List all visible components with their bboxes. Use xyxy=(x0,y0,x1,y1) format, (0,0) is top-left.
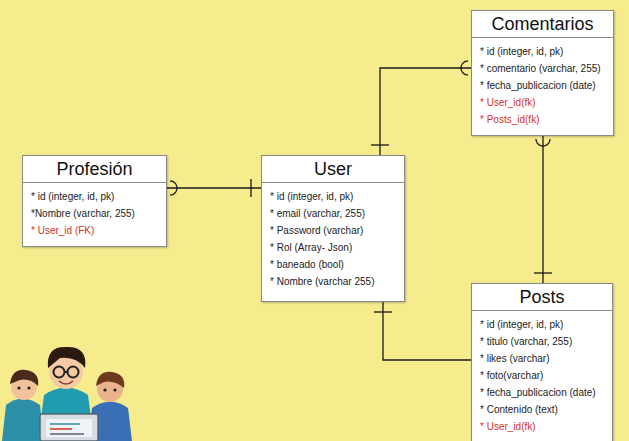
entity-table: Profesión* id (integer, id, pk)*Nombre (… xyxy=(22,155,167,247)
foreign-key-field: * User_id (FK) xyxy=(31,222,156,239)
attribute-field: * Contenido (text) xyxy=(480,401,602,418)
attribute-field: * fecha_publicacion (date) xyxy=(480,384,602,401)
attribute-field: * baneado (bool) xyxy=(270,256,394,273)
attribute-field: * Nombre (varchar 255) xyxy=(270,273,394,290)
attribute-list: * id (integer, id, pk)* titulo (varchar,… xyxy=(472,311,612,441)
attribute-field: * likes (varchar) xyxy=(480,350,602,367)
cardinality-bar xyxy=(374,311,392,312)
attribute-field: * email (varchar, 255) xyxy=(270,205,394,222)
relationship-line xyxy=(542,136,543,283)
attribute-field: *Nombre (varchar, 255) xyxy=(31,205,156,222)
relationship-line xyxy=(380,68,471,155)
relationship-group xyxy=(371,61,471,155)
relationship-group xyxy=(167,179,261,197)
cardinality-bar xyxy=(534,272,552,273)
attribute-field: * id (integer, id, pk) xyxy=(480,316,602,333)
attribute-field: * foto(varchar) xyxy=(480,367,602,384)
attribute-field: * Password (varchar) xyxy=(270,222,394,239)
foreign-key-field: * User_id(fk) xyxy=(480,418,602,435)
attribute-field: * fecha_publicacion (date) xyxy=(480,77,603,94)
attribute-field: * id (integer, id, pk) xyxy=(480,43,603,60)
relationship-group xyxy=(534,136,552,283)
attribute-field: * id (integer, id, pk) xyxy=(270,188,394,205)
cardinality-bar xyxy=(250,179,251,197)
optional-circle xyxy=(461,61,468,75)
developers-cartoon xyxy=(2,347,132,441)
attribute-list: * id (integer, id, pk)* email (varchar, … xyxy=(262,183,404,296)
entity-name: User xyxy=(262,156,404,183)
entity-name: Posts xyxy=(472,284,612,311)
attribute-field: * titulo (varchar, 255) xyxy=(480,333,602,350)
entity-table: Posts* id (integer, id, pk)* titulo (var… xyxy=(471,283,613,441)
entity-name: Comentarios xyxy=(472,11,613,38)
relationship-group xyxy=(374,302,471,360)
entity-table: User* id (integer, id, pk)* email (varch… xyxy=(261,155,405,302)
attribute-list: * id (integer, id, pk)* comentario (varc… xyxy=(472,38,613,134)
optional-circle xyxy=(536,139,550,146)
attribute-list: * id (integer, id, pk)*Nombre (varchar, … xyxy=(23,183,166,245)
optional-circle xyxy=(170,181,177,195)
relationship-line xyxy=(167,187,261,188)
attribute-field: * comentario (varchar, 255) xyxy=(480,60,603,77)
foreign-key-field: * User_id(fk) xyxy=(480,94,603,111)
attribute-field: * Rol (Array- Json) xyxy=(270,239,394,256)
cardinality-bar xyxy=(371,144,389,145)
entity-table: Comentarios* id (integer, id, pk)* comen… xyxy=(471,10,614,136)
attribute-field: * id (integer, id, pk) xyxy=(31,188,156,205)
foreign-key-field: * Posts_id(fk) xyxy=(480,111,603,128)
entity-name: Profesión xyxy=(23,156,166,183)
relationship-line xyxy=(383,302,471,360)
